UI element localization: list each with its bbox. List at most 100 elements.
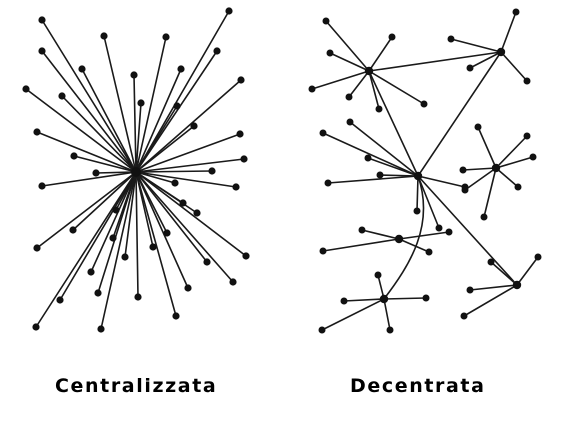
centralized-spoke bbox=[133, 74, 137, 173]
decentralized-spoke bbox=[368, 70, 425, 105]
decentralized-spoke bbox=[368, 70, 380, 110]
decentralized-spoke bbox=[321, 298, 385, 331]
centralized-node bbox=[38, 16, 46, 24]
decentralized-spoke bbox=[329, 52, 370, 72]
decentralized-hub-node bbox=[394, 234, 404, 244]
decentralized-leaf-node bbox=[447, 35, 455, 43]
centralized-spoke bbox=[124, 171, 137, 258]
centralized-spoke bbox=[97, 171, 137, 294]
decentralized-leaf-node bbox=[422, 294, 430, 302]
centralized-spoke bbox=[135, 105, 178, 173]
centralized-spoke bbox=[135, 68, 182, 173]
centralized-node bbox=[109, 234, 117, 242]
decentralized-leaf-node bbox=[319, 247, 327, 255]
decentralized-spoke bbox=[417, 175, 466, 188]
centralized-spoke bbox=[90, 171, 137, 273]
centralized-node bbox=[172, 312, 180, 320]
centralized-spoke bbox=[135, 171, 139, 298]
decentralized-spoke bbox=[495, 135, 528, 169]
centralized-spoke bbox=[135, 158, 245, 173]
decentralized-leaf-node bbox=[523, 132, 531, 140]
decentralized-spoke bbox=[398, 231, 450, 240]
decentralized-hub-node bbox=[413, 171, 423, 181]
centralized-spoke bbox=[103, 35, 137, 173]
decentralized-leaf-node bbox=[466, 286, 474, 294]
centralized-spoke bbox=[61, 95, 137, 173]
decentralized-leaf-node bbox=[534, 253, 542, 261]
centralized-spoke bbox=[36, 131, 137, 173]
decentralized-spoke bbox=[490, 261, 518, 286]
centralized-node bbox=[179, 199, 187, 207]
decentralized-leaf-node bbox=[512, 8, 520, 16]
centralized-node bbox=[177, 65, 185, 73]
decentralized-leaf-node bbox=[374, 271, 382, 279]
decentralized-leaf-node bbox=[425, 248, 433, 256]
decentralized-spoke bbox=[325, 20, 370, 72]
decentralized-spoke bbox=[469, 51, 502, 69]
centralized-node bbox=[70, 152, 78, 160]
centralized-node bbox=[236, 130, 244, 138]
centralized-node bbox=[69, 226, 77, 234]
decentralized-leaf-node bbox=[529, 153, 537, 161]
centralized-spoke bbox=[35, 171, 137, 328]
centralized-spoke bbox=[135, 171, 177, 317]
centralized-hub-node bbox=[131, 167, 141, 177]
decentralized-leaf-node bbox=[466, 64, 474, 72]
decentralized-spoke bbox=[464, 167, 497, 191]
decentralized-leaf-node bbox=[460, 312, 468, 320]
centralized-node bbox=[121, 253, 129, 261]
decentralized-spoke bbox=[349, 121, 419, 177]
decentralized-leaf-node bbox=[388, 33, 396, 41]
decentralized-hub-node bbox=[512, 280, 522, 290]
centralized-node bbox=[213, 47, 221, 55]
centralized-spoke bbox=[36, 171, 137, 249]
decentralized-spoke bbox=[383, 297, 427, 300]
centralized-node bbox=[112, 206, 120, 214]
decentralized-leaf-node bbox=[358, 226, 366, 234]
decentralized-leaf-node bbox=[326, 49, 334, 57]
centralized-spoke bbox=[135, 79, 242, 173]
centralized-node bbox=[173, 102, 181, 110]
decentralized-spoke bbox=[348, 70, 370, 98]
decentralized-leaf-node bbox=[461, 186, 469, 194]
decentralized-spoke bbox=[463, 284, 518, 317]
centralized-node bbox=[237, 76, 245, 84]
decentralized-spoke bbox=[322, 132, 419, 177]
decentralized-leaf-node bbox=[375, 105, 383, 113]
decentralized-leaf-node bbox=[346, 118, 354, 126]
decentralized-spoke bbox=[383, 298, 391, 331]
centralized-node bbox=[32, 323, 40, 331]
decentralized-hub-node bbox=[491, 163, 501, 173]
hub-link bbox=[368, 70, 419, 177]
centralized-node bbox=[171, 179, 179, 187]
decentralized-spoke bbox=[416, 175, 419, 212]
decentralized-spoke bbox=[398, 238, 430, 253]
centralized-node bbox=[162, 33, 170, 41]
decentralized-leaf-node bbox=[474, 123, 482, 131]
centralized-node bbox=[149, 243, 157, 251]
centralized-node bbox=[242, 252, 250, 260]
decentralized-leaf-node bbox=[487, 258, 495, 266]
centralized-node bbox=[97, 325, 105, 333]
decentralized-spoke bbox=[368, 36, 393, 72]
centralized-spoke bbox=[135, 50, 218, 173]
centralized-node bbox=[240, 155, 248, 163]
centralized-node bbox=[190, 122, 198, 130]
centralized-spoke bbox=[41, 171, 137, 187]
centralized-spoke bbox=[41, 50, 137, 173]
decentralized-spoke bbox=[367, 157, 419, 177]
centralized-spoke bbox=[100, 171, 137, 330]
centralized-node bbox=[56, 296, 64, 304]
centralized-spoke bbox=[73, 155, 137, 173]
centralized-node bbox=[33, 244, 41, 252]
centralized-spoke bbox=[95, 171, 137, 174]
centralized-spoke bbox=[135, 171, 247, 257]
decentralized-hub-node bbox=[496, 47, 506, 57]
hub-link bbox=[368, 51, 502, 72]
centralized-node bbox=[38, 47, 46, 55]
decentralized-spoke bbox=[327, 175, 419, 184]
centralized-spoke bbox=[41, 19, 137, 173]
centralized-caption: Centralizzata bbox=[55, 375, 218, 397]
